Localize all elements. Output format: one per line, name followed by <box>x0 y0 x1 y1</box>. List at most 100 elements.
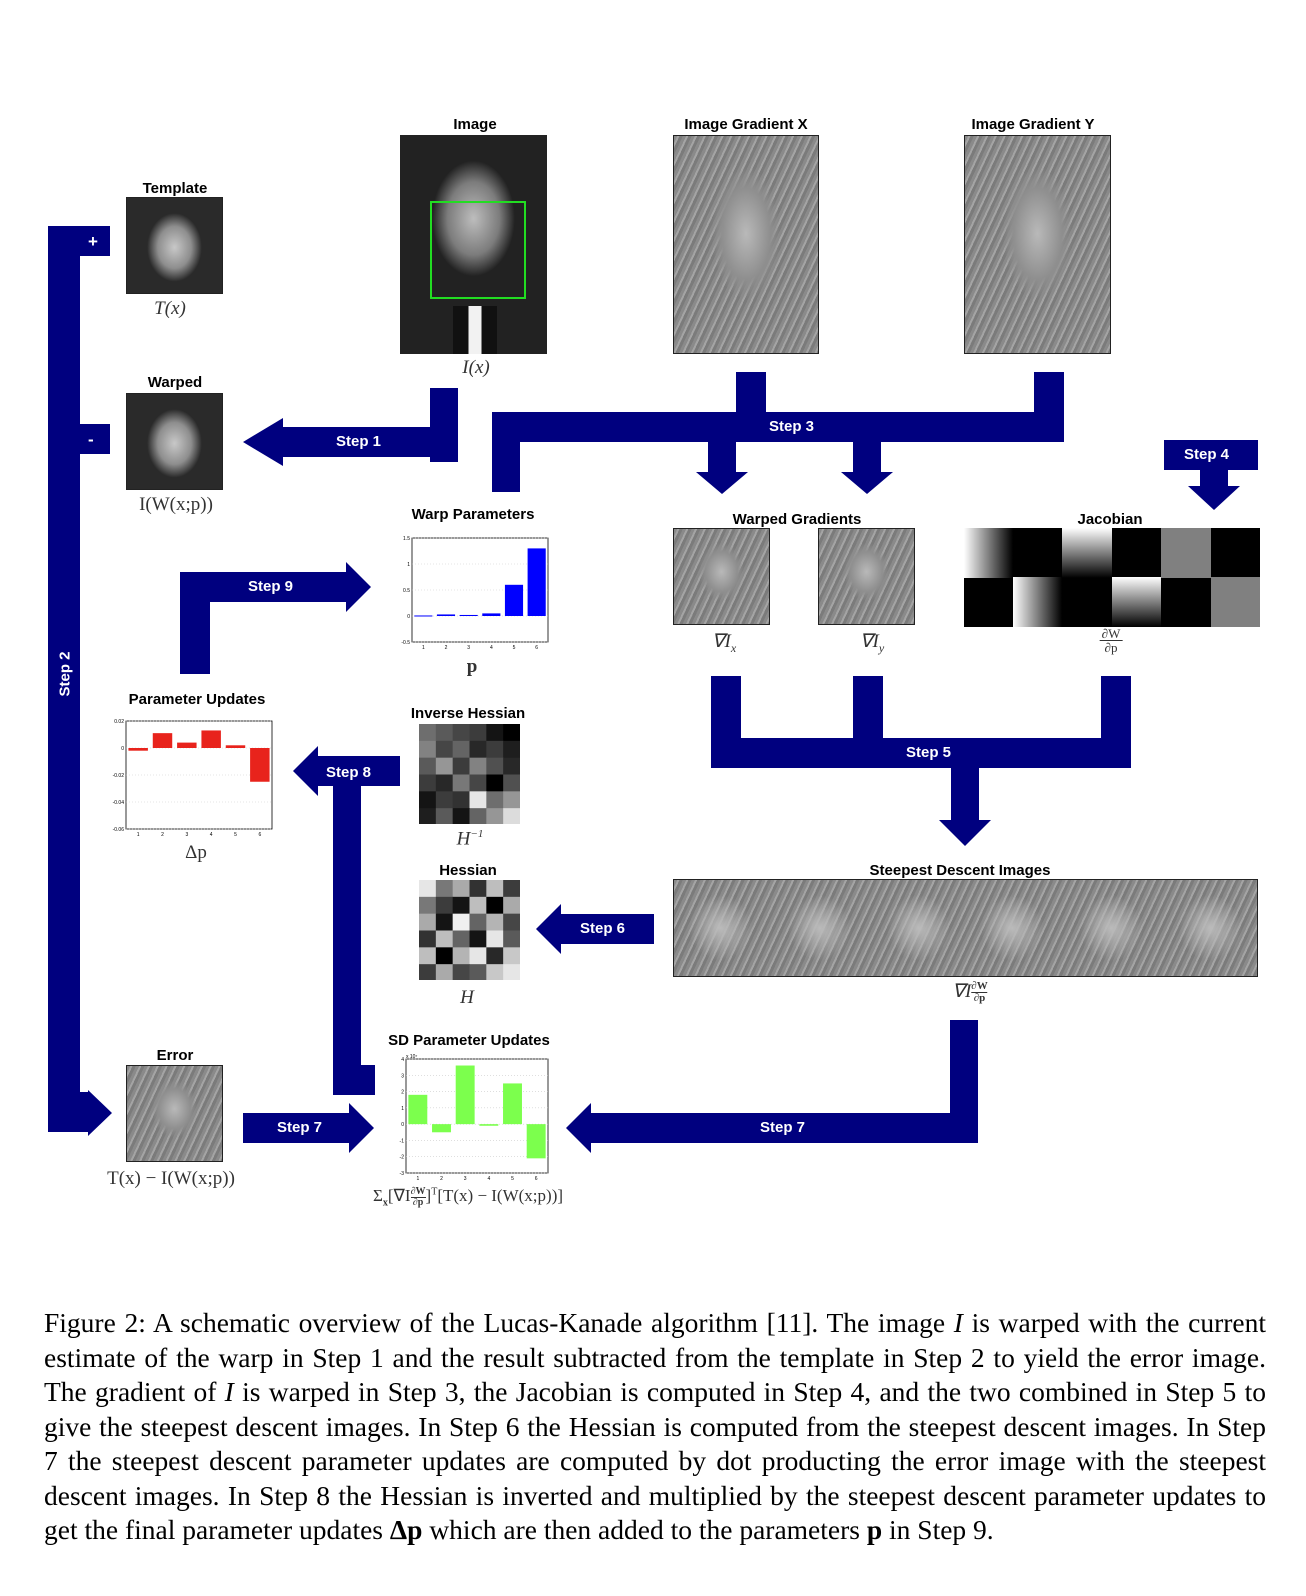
matrix-cell <box>503 757 520 775</box>
image-math: I(x) <box>462 357 490 378</box>
warped-image <box>126 393 223 490</box>
gradient-y-title: Image Gradient Y <box>971 116 1095 133</box>
matrix-cell <box>469 724 487 742</box>
step8-arrowhead <box>293 746 318 796</box>
matrix-cell <box>469 740 487 759</box>
matrix-cell <box>486 947 504 965</box>
warped-gradients-title: Warped Gradients <box>732 511 862 528</box>
bar <box>482 613 501 616</box>
y-tick-label: -0.04 <box>113 800 125 806</box>
gradient-x-image <box>673 135 819 354</box>
x-tick-label: 4 <box>210 832 213 838</box>
step4-label: Step 4 <box>1184 446 1230 463</box>
matrix-cell <box>469 896 487 915</box>
step7-right-arrowhead <box>566 1103 591 1153</box>
matrix-cell <box>503 724 520 742</box>
matrix-cell <box>452 791 470 809</box>
step4-stem <box>1200 470 1228 486</box>
y-tick-label: 4 <box>401 1057 404 1063</box>
x-tick-label: 4 <box>490 645 493 651</box>
step5-arrowhead <box>939 820 991 846</box>
error-title: Error <box>156 1047 194 1064</box>
step8-bar <box>318 756 400 786</box>
step9-arrowhead <box>346 562 371 612</box>
bar <box>526 1124 546 1159</box>
step5-bar <box>711 738 1131 768</box>
step5-from-x <box>711 676 741 740</box>
matrix-cell <box>486 724 504 742</box>
matrix-cell <box>503 774 520 792</box>
bar <box>436 614 456 616</box>
matrix-cell <box>503 930 520 948</box>
x-tick-label: 3 <box>467 645 470 651</box>
y-tick-label: 3 <box>401 1073 404 1079</box>
y-tick-label: -0.5 <box>401 640 410 646</box>
matrix-cell <box>503 880 520 898</box>
matrix-cell <box>469 791 487 809</box>
hessian-math: H <box>460 987 474 1008</box>
matrix-cell <box>435 757 454 775</box>
caption-label: Figure 2: <box>44 1307 146 1338</box>
step3-drop-y <box>853 442 881 472</box>
matrix-cell <box>452 808 470 824</box>
step3-arrowhead-y <box>841 472 893 494</box>
x-tick-label: 5 <box>234 832 237 838</box>
step8-bottom <box>333 1065 375 1095</box>
matrix-cell <box>419 930 437 948</box>
warped-gradient-x-image <box>673 528 770 625</box>
step1-label: Step 1 <box>336 433 382 450</box>
parameter-updates-xlabel: Δp <box>185 842 207 863</box>
warp-parameters-title: Warp Parameters <box>411 506 535 523</box>
step7-right-label: Step 7 <box>760 1119 806 1136</box>
matrix-cell <box>503 947 520 965</box>
step3-bar <box>492 412 1064 442</box>
step2-plus-branch <box>48 226 110 256</box>
step3-drop-x <box>708 442 736 472</box>
matrix-cell <box>435 896 454 915</box>
shirt-collar <box>453 306 497 354</box>
template-math: T(x) <box>154 298 186 319</box>
step2-label: Step 2 <box>56 651 74 697</box>
matrix-cell <box>435 724 454 742</box>
step1-bar <box>283 427 458 457</box>
step2-bar <box>48 226 80 1132</box>
x-tick-label: 6 <box>535 645 538 651</box>
bar <box>201 730 221 748</box>
matrix-cell <box>435 740 454 759</box>
sd-parameter-updates-title: SD Parameter Updates <box>388 1032 550 1049</box>
matrix-cell <box>452 947 470 965</box>
matrix-cell <box>469 757 487 775</box>
x-tick-label: 3 <box>464 1176 467 1182</box>
bar <box>128 748 148 751</box>
bar <box>225 745 246 748</box>
y-tick-label: 0 <box>407 614 410 620</box>
matrix-cell <box>419 808 437 824</box>
matrix-cell <box>469 808 487 824</box>
step7-left-arrowhead <box>349 1103 374 1153</box>
error-math: T(x) − I(W(x;p)) <box>107 1168 235 1189</box>
warped-math: I(W(x;p)) <box>139 494 213 515</box>
x-tick-label: 6 <box>258 832 261 838</box>
plot-frame <box>405 1058 549 1174</box>
step8-stem <box>333 786 361 1095</box>
matrix-cell <box>435 791 454 809</box>
hessian-title: Hessian <box>439 862 497 879</box>
image-photo <box>400 135 547 354</box>
matrix-cell <box>486 740 504 759</box>
matrix-cell <box>435 930 454 948</box>
matrix-cell <box>435 880 454 898</box>
jacobian-image <box>964 528 1260 627</box>
step4-box <box>1164 440 1258 470</box>
matrix-cell <box>503 808 520 824</box>
sd-parameter-updates-math: Σx[∇I∂W∂p]T[T(x) − I(W(x;p))] <box>372 1185 564 1209</box>
bar <box>504 584 524 616</box>
matrix-cell <box>486 913 504 931</box>
matrix-cell <box>452 896 470 915</box>
y-tick-label: -0.06 <box>113 827 125 833</box>
matrix-cell <box>452 913 470 931</box>
step6-label: Step 6 <box>580 920 626 937</box>
inverse-hessian-image <box>419 724 520 824</box>
step5-label: Step 5 <box>906 744 952 761</box>
x-tick-label: 2 <box>445 645 448 651</box>
